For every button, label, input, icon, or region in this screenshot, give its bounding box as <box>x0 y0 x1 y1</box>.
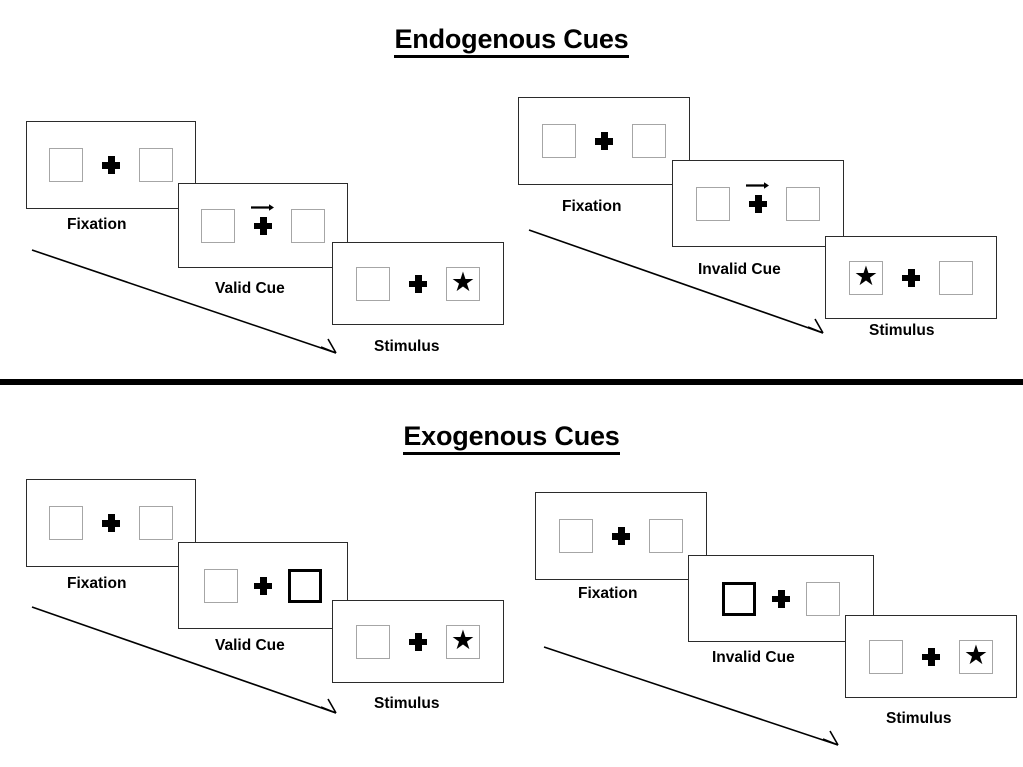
frame-content <box>673 161 843 246</box>
frame-content <box>27 122 195 208</box>
frame-content <box>179 543 347 628</box>
placeholder-box-right: ★ <box>959 639 993 674</box>
flow-arrow-exogenous-invalid <box>542 645 852 755</box>
frame-endogenous-invalid-stimulus: ★ <box>825 236 997 319</box>
placeholder-box-right <box>139 506 173 540</box>
frame-content: ★ <box>333 243 503 324</box>
target-star-icon: ★ <box>963 640 989 670</box>
cue-box-right <box>288 568 322 603</box>
caption-endogenous-invalid-stimulus: Stimulus <box>869 322 935 339</box>
placeholder-box-left <box>204 568 238 603</box>
placeholder-box-right <box>291 208 325 243</box>
frame-content <box>27 480 195 566</box>
section-endogenous-cues: Endogenous Cues Fixation <box>0 0 1023 382</box>
caption-exogenous-invalid-fixation: Fixation <box>578 585 638 602</box>
frame-content <box>519 98 689 184</box>
caption-endogenous-valid-stimulus: Stimulus <box>374 338 440 355</box>
fixation-cross-icon <box>901 268 921 288</box>
placeholder-box-left <box>49 148 83 182</box>
frame-endogenous-valid-fixation <box>26 121 196 209</box>
section-title-exogenous: Exogenous Cues <box>0 421 1023 455</box>
caption-endogenous-invalid-fixation: Fixation <box>562 198 622 215</box>
fixation-cross-icon <box>253 576 273 596</box>
caption-endogenous-valid-fixation: Fixation <box>67 216 127 233</box>
frame-endogenous-valid-cue <box>178 183 348 268</box>
placeholder-box-right: ★ <box>446 266 480 301</box>
fixation-cross-icon <box>921 647 941 667</box>
placeholder-box-right <box>786 186 820 221</box>
caption-exogenous-valid-stimulus: Stimulus <box>374 695 440 712</box>
caption-exogenous-valid-cue: Valid Cue <box>215 637 285 654</box>
placeholder-box-left <box>696 186 730 221</box>
placeholder-box-right: ★ <box>446 624 480 659</box>
placeholder-box-left <box>356 266 390 301</box>
fixation-cross-icon <box>746 181 769 214</box>
frame-content <box>179 184 347 267</box>
section-divider <box>0 379 1023 385</box>
frame-exogenous-invalid-stimulus: ★ <box>845 615 1017 698</box>
placeholder-box-right <box>806 581 840 616</box>
frame-content: ★ <box>846 616 1016 697</box>
frame-content <box>536 493 706 579</box>
frame-endogenous-invalid-cue <box>672 160 844 247</box>
frame-exogenous-invalid-fixation <box>535 492 707 580</box>
target-star-icon: ★ <box>853 261 879 291</box>
fixation-cross-icon <box>408 274 428 294</box>
cue-box-left <box>722 581 756 616</box>
frame-content: ★ <box>333 601 503 682</box>
frame-endogenous-valid-stimulus: ★ <box>332 242 504 325</box>
frame-exogenous-valid-cue <box>178 542 348 629</box>
section-title-endogenous: Endogenous Cues <box>0 24 1023 58</box>
target-star-icon: ★ <box>450 267 476 297</box>
fixation-cross-icon <box>594 131 614 151</box>
frame-exogenous-valid-fixation <box>26 479 196 567</box>
caption-exogenous-invalid-stimulus: Stimulus <box>886 710 952 727</box>
fixation-cross-icon <box>771 589 791 609</box>
fixation-cross-icon <box>408 632 428 652</box>
placeholder-box-right <box>139 148 173 182</box>
fixation-cross-icon <box>251 203 274 236</box>
placeholder-box-right <box>649 519 683 553</box>
frame-endogenous-invalid-fixation <box>518 97 690 185</box>
frame-content <box>689 556 873 641</box>
target-star-icon: ★ <box>450 625 476 655</box>
placeholder-box-right <box>632 124 666 158</box>
placeholder-box-left <box>356 624 390 659</box>
frame-exogenous-invalid-cue <box>688 555 874 642</box>
placeholder-box-left <box>201 208 235 243</box>
caption-exogenous-invalid-cue: Invalid Cue <box>712 649 795 666</box>
caption-endogenous-invalid-cue: Invalid Cue <box>698 261 781 278</box>
right-arrow-icon <box>746 181 770 191</box>
placeholder-box-left <box>559 519 593 553</box>
fixation-cross-icon <box>101 513 121 533</box>
placeholder-box-left <box>49 506 83 540</box>
fixation-cross-icon <box>611 526 631 546</box>
placeholder-box-left <box>869 639 903 674</box>
caption-endogenous-valid-cue: Valid Cue <box>215 280 285 297</box>
placeholder-box-right <box>939 260 973 295</box>
caption-exogenous-valid-fixation: Fixation <box>67 575 127 592</box>
right-arrow-icon <box>251 203 275 213</box>
placeholder-box-left <box>542 124 576 158</box>
frame-exogenous-valid-stimulus: ★ <box>332 600 504 683</box>
section-exogenous-cues: Exogenous Cues Fixation Valid Cue <box>0 387 1023 767</box>
frame-content: ★ <box>826 237 996 318</box>
placeholder-box-left: ★ <box>849 260 883 295</box>
fixation-cross-icon <box>101 155 121 175</box>
